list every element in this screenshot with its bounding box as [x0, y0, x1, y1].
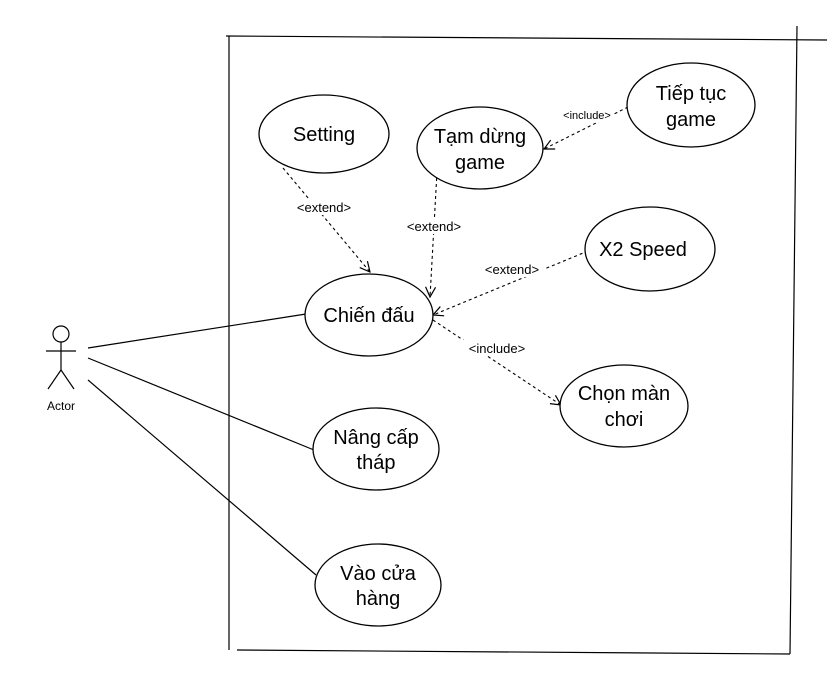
use-case-setting-label: Setting	[293, 124, 355, 146]
extend-setting-line	[282, 167, 370, 272]
use-case-nang-cap-thap-label-2: tháp	[357, 452, 396, 474]
use-case-tam-dung-game-label-2: game	[455, 152, 505, 174]
association-chien-dau	[87, 313, 307, 349]
system-boundary	[225, 25, 827, 655]
association-vao-cua-hang	[87, 379, 317, 576]
include-chon-man-label: <include>	[469, 341, 525, 356]
use-case-x2-speed[interactable]: X2 Speed	[584, 206, 716, 292]
use-case-vao-cua-hang-label-1: Vào cửa	[340, 563, 417, 585]
extend-tam-dung-line	[430, 171, 438, 297]
association-nang-cap-thap	[87, 357, 315, 451]
include-chon-man-line	[432, 319, 561, 405]
include-tiep-tuc-line	[544, 106, 629, 149]
use-case-vao-cua-hang[interactable]: Vào cửa hàng	[314, 543, 442, 627]
use-case-tam-dung-game[interactable]: Tạm dừng game	[416, 106, 544, 190]
dependency-lines	[282, 106, 629, 405]
use-case-vao-cua-hang-label-2: hàng	[356, 588, 401, 610]
extend-x2-label: <extend>	[485, 262, 539, 277]
association-lines	[87, 313, 317, 576]
use-case-nang-cap-thap[interactable]: Nâng cấp tháp	[312, 407, 440, 491]
extend-x2-line	[433, 250, 589, 315]
use-case-chon-man-choi-label-1: Chọn màn	[578, 383, 670, 405]
use-case-tiep-tuc-game-label-1: Tiếp tục	[656, 83, 726, 105]
use-case-chien-dau-label: Chiến đấu	[323, 305, 414, 327]
actor-label: Actor	[47, 399, 75, 413]
include-tiep-tuc-label: <include>	[563, 110, 611, 122]
use-case-chien-dau[interactable]: Chiến đấu	[304, 273, 434, 357]
use-case-setting[interactable]: Setting	[258, 94, 390, 174]
extend-tam-dung-label: <extend>	[407, 219, 461, 234]
actor-figure-icon	[46, 325, 76, 390]
use-case-x2-speed-label: X2 Speed	[599, 239, 687, 261]
relationship-labels: <extend> <extend> <include> <extend> <in…	[290, 108, 614, 356]
use-case-chon-man-choi[interactable]: Chọn màn chơi	[559, 364, 689, 448]
actor[interactable]: Actor	[46, 325, 76, 413]
use-case-tiep-tuc-game-label-2: game	[666, 109, 716, 131]
use-case-chon-man-choi-label-2: chơi	[605, 409, 644, 431]
use-case-tiep-tuc-game[interactable]: Tiếp tục game	[626, 62, 756, 148]
use-case-nang-cap-thap-label-1: Nâng cấp	[333, 427, 419, 449]
extend-setting-label: <extend>	[297, 200, 351, 215]
use-case-tam-dung-game-label-1: Tạm dừng	[434, 126, 526, 148]
